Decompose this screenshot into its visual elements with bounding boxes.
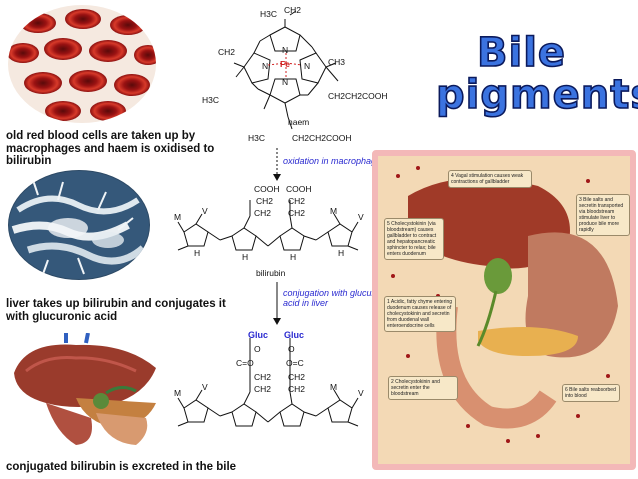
haem-n-right: N <box>304 61 311 71</box>
rbc-cell <box>45 101 81 121</box>
haem-sub-vinyl-top: CH2 <box>284 5 302 15</box>
title-line-2: pigments <box>435 71 638 119</box>
callout-cck-secretin-bloodstream: 2 Cholecystokinin and secretin enter the… <box>388 376 458 400</box>
bilirubin-structure: COOH COOH CH2 CH2 CH2 CH2 M V M V H H H … <box>168 180 380 280</box>
digestive-system-illustration: 4 Vagal stimulation causes weak contract… <box>372 150 636 470</box>
bilirubin-ch2-3: CH2 <box>254 208 272 218</box>
haem-sub-propionate-right: CH2CH2COOH <box>328 91 388 101</box>
haem-sub-h3c-top: H3C <box>260 9 278 19</box>
bilirubin-nh-1: H <box>194 248 201 258</box>
conj-ch2-2: CH2 <box>288 372 306 382</box>
haem-n-left: N <box>262 61 269 71</box>
rbc-cell <box>65 9 101 29</box>
callout-vagal-stimulation: 4 Vagal stimulation causes weak contract… <box>448 170 532 188</box>
macrophage-micrograph <box>8 170 150 280</box>
liver-image <box>6 332 166 453</box>
haem-n-bottom: N <box>282 77 289 87</box>
bilirubin-nh-4: H <box>338 248 345 258</box>
bilirubin-nh-2: H <box>242 252 249 262</box>
caption-step-3: conjugated bilirubin is excreted in the … <box>6 461 237 473</box>
conj-carbonyl-1: C=O <box>236 358 254 368</box>
rbc-cell <box>114 74 150 96</box>
rbc-cell <box>110 15 146 35</box>
rbc-cell <box>90 101 126 121</box>
haem-sub-propionate-bottom: CH2CH2COOH <box>292 133 352 143</box>
callout-bile-salts-secretin: 3 Bile salts and secretin transported vi… <box>576 194 630 236</box>
oxidation-label: oxidation in macrophages <box>283 156 386 166</box>
bilirubin-cooh-1: COOH <box>254 184 280 194</box>
gluc-label-1: Gluc <box>248 330 269 340</box>
title-line-1: Bile <box>476 29 567 77</box>
gluc-label-2: Gluc <box>284 330 305 340</box>
haem-label: haem <box>288 117 310 127</box>
conjugation-arrow <box>272 282 282 326</box>
callout-cholecystokinin-gallbladder: 5 Cholecystokinin (via bloodstream) caus… <box>384 218 444 260</box>
haem-sub-h3c-bottom: H3C <box>248 133 266 143</box>
rbc-cell <box>44 38 82 60</box>
bilirubin-ch2-1: CH2 <box>256 196 274 206</box>
haem-sub-ch3-right: CH3 <box>328 57 346 67</box>
caption-step-1: old red blood cells are taken up by macr… <box>6 130 215 167</box>
conj-label-m1: M <box>174 388 182 398</box>
bilirubin-ch2-4: CH2 <box>288 208 306 218</box>
haem-fe: Fe <box>280 59 290 69</box>
bilirubin-label-m1: M <box>174 212 182 222</box>
conj-label-v2: V <box>358 388 364 398</box>
rbc-cell <box>89 40 127 62</box>
callout-bile-salts-reabsorbed: 6 Bile salts reabsorbed into blood <box>562 384 620 402</box>
conj-ch2-1: CH2 <box>254 372 272 382</box>
bilirubin-nh-3: H <box>290 252 297 262</box>
conj-carbonyl-2: O=C <box>286 358 304 368</box>
conjugated-bilirubin-structure: Gluc Gluc O O C=O O=C CH2 CH2 CH2 CH2 M … <box>168 330 380 450</box>
conj-ch2-3: CH2 <box>254 384 272 394</box>
bilirubin-cooh-2: COOH <box>286 184 312 194</box>
conj-label-v1: V <box>202 382 208 392</box>
oxidation-arrow <box>272 148 282 182</box>
rbc-cell <box>24 72 62 94</box>
rbc-cell <box>134 45 156 65</box>
caption-step-2: liver takes up bilirubin and conjugates … <box>6 298 226 323</box>
rbc-cell <box>8 43 39 63</box>
bilirubin-ch2-2: CH2 <box>288 196 306 206</box>
bilirubin-label-v2: V <box>358 212 364 222</box>
conj-o-2: O <box>288 344 295 354</box>
haem-sub-vinyl-left: CH2 <box>218 47 236 57</box>
haem-structure: CH2 CH2 CH3 H3C H3C CH2CH2COOH CH2CH2COO… <box>200 5 400 155</box>
bilirubin-label-m2: M <box>330 206 338 216</box>
red-blood-cells-image <box>8 5 156 123</box>
callout-acidic-chyme: 1 Acidic, fatty chyme entering duodenum … <box>384 296 456 332</box>
conj-label-m2: M <box>330 382 338 392</box>
rbc-cell <box>69 70 107 92</box>
rbc-cell <box>20 13 56 33</box>
bilirubin-label-v1: V <box>202 206 208 216</box>
haem-n-top: N <box>282 45 289 55</box>
conj-o-1: O <box>254 344 261 354</box>
conj-ch2-4: CH2 <box>288 384 306 394</box>
haem-sub-h3c-left: H3C <box>202 95 220 105</box>
conjugation-label: conjugation with glucuronic acid in live… <box>283 288 392 308</box>
bilirubin-label: bilirubin <box>256 268 286 278</box>
